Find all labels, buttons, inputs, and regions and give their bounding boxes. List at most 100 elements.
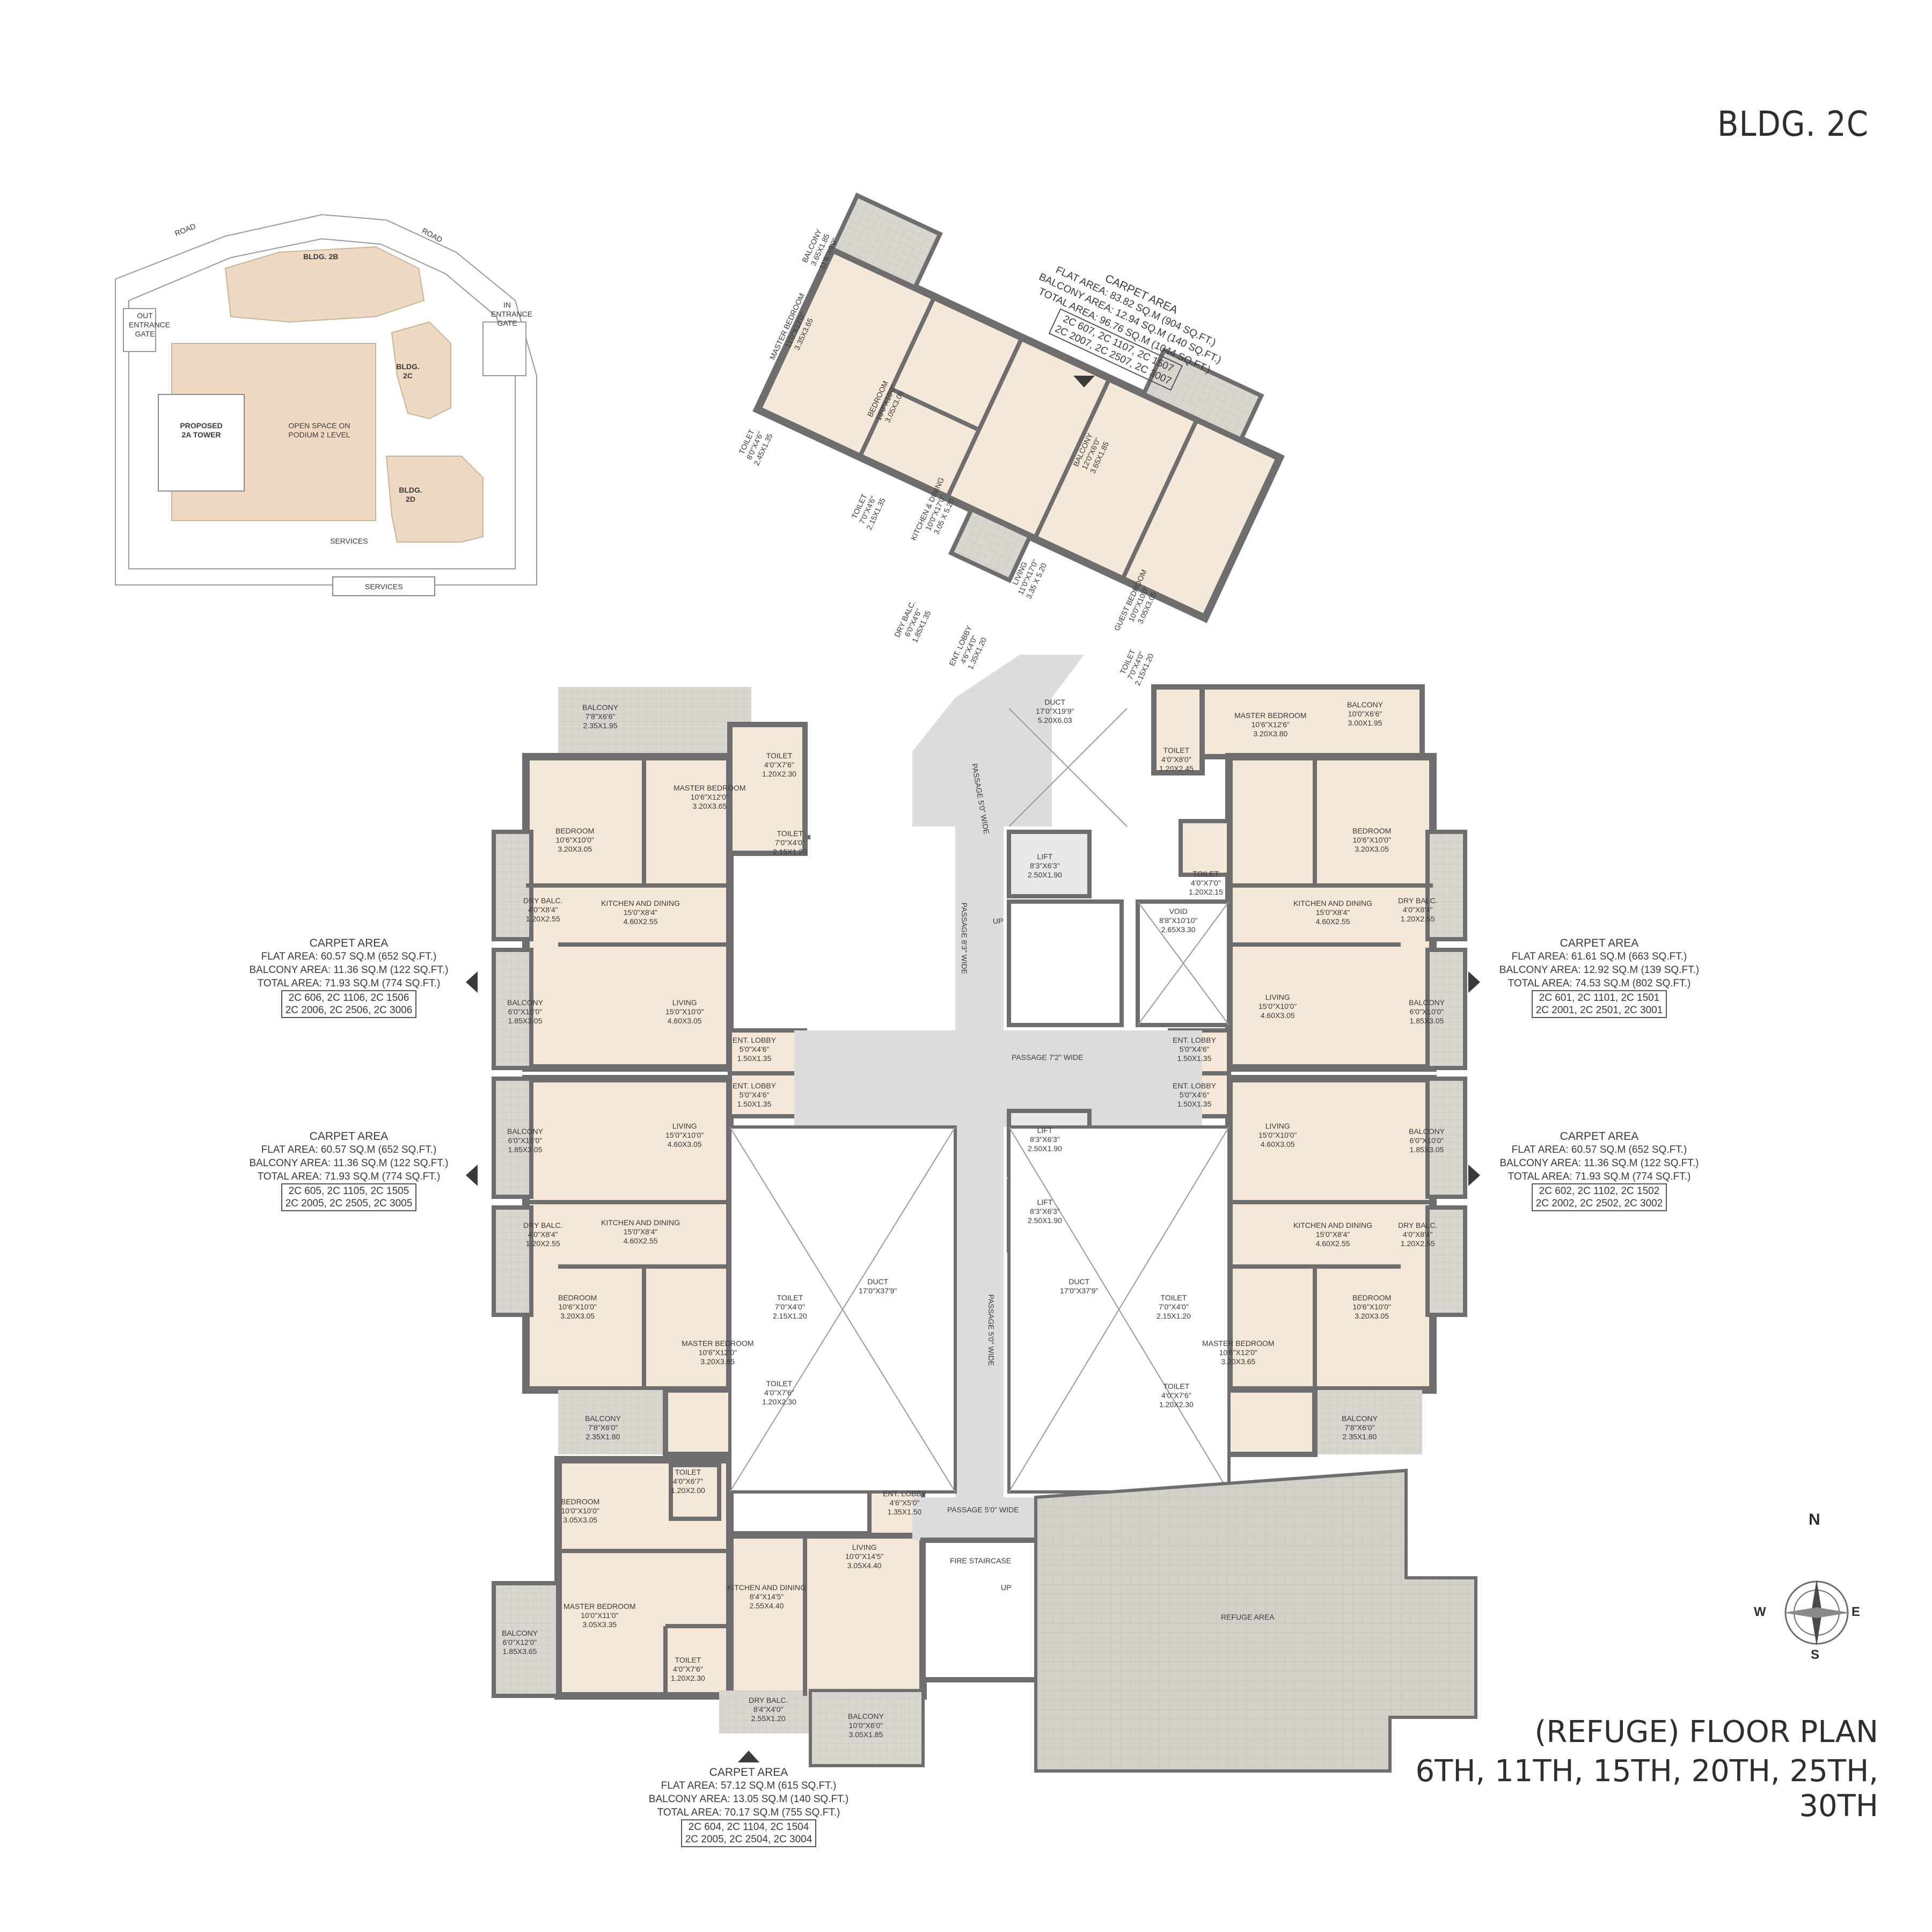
- compass-rose-icon: [1783, 1579, 1850, 1646]
- room-label: MASTER BEDROOM 10'6"X12'6" 3.20X3.80: [1234, 711, 1307, 738]
- room-label: TOILET 4'0"X7'6" 1.20X2.30: [762, 751, 796, 778]
- passage-label: PASSAGE 5'0" WIDE: [947, 1505, 1019, 1514]
- room-label: TOILET 4'0"X7'6" 1.20X2.30: [1159, 1382, 1194, 1409]
- unit-604: [492, 1456, 927, 1767]
- key-services: SERVICES: [330, 537, 368, 545]
- room-label: BALCONY 10'0"X6'0" 3.05X1.85: [848, 1712, 884, 1739]
- flat-area: FLAT AREA: 60.57 SQ.M (652 SQ.FT.): [261, 1144, 437, 1155]
- room-label: LIVING 15'0"X10'0" 4.60X3.05: [1258, 1122, 1297, 1148]
- room-label: TOILET 4'0"X7'6" 1.20X2.30: [671, 1656, 705, 1682]
- room-label: LIVING 15'0"X10'0" 4.60X3.05: [1258, 993, 1297, 1020]
- room-label: BALCONY 6'0"X10'0" 1.85X3.05: [507, 1127, 543, 1154]
- balcony-area: BALCONY AREA: 13.05 SQ.M (140 SQ.FT.): [648, 1794, 849, 1805]
- duct-label: DUCT 17'0"X37'9": [859, 1277, 897, 1295]
- arrow-up-icon: [738, 1751, 759, 1762]
- room-label: MASTER BEDROOM 10'0"X11'0" 3.05X3.35: [564, 1602, 636, 1629]
- total-area: TOTAL AREA: 71.93 SQ.M (774 SQ.FT.): [257, 1171, 441, 1182]
- up-label: UP: [1001, 1583, 1012, 1592]
- void-label: VOID 8'8"X10'10" 2.65X3.30: [1159, 907, 1198, 934]
- key-out-gate: OUT ENTRANCE GATE: [129, 311, 171, 338]
- floor-plan-title: (REFUGE) FLOOR PLAN: [1534, 1715, 1879, 1750]
- room-label: KITCHEN AND DINING 15'0"X8'4" 4.60X2.55: [1293, 899, 1373, 926]
- room-label: BEDROOM 10'6"X10'0" 3.20X3.05: [1352, 1293, 1392, 1320]
- flat-area: FLAT AREA: 61.61 SQ.M (663 SQ.FT.): [1511, 951, 1687, 962]
- room-label: MASTER BEDROOM 10'6"X12'0" 3.20X3.65: [1202, 1339, 1275, 1366]
- room-label: KITCHEN AND DINING 8'4"X14'5" 2.55X4.40: [727, 1583, 807, 1610]
- key-services: SERVICES: [365, 582, 403, 591]
- floor-list: 6TH, 11TH, 15TH, 20TH, 25TH, 30TH: [1415, 1754, 1878, 1824]
- refuge-area-label: REFUGE AREA: [1221, 1613, 1275, 1621]
- room-label: DRY BALC. 4'0"X8'4" 1.20X2.55: [1398, 896, 1438, 923]
- key-proposed-tower: PROPOSED 2A TOWER: [180, 421, 223, 439]
- unit-606: [492, 687, 810, 1075]
- area-block-602: CARPET AREA FLAT AREA: 60.57 SQ.M (652 S…: [1487, 1130, 1712, 1211]
- room-label: LIVING 10'0"X14'5" 3.05X4.40: [845, 1543, 884, 1570]
- room-label: TOILET 7'0"X4'0" 2.15X1.20: [773, 1293, 807, 1320]
- room-label: TOILET 4'0"X6'7" 1.20X2.00: [671, 1468, 705, 1495]
- room-label: DRY BALC. 4'0"X8'4" 1.20X2.55: [523, 896, 563, 923]
- total-area: TOTAL AREA: 71.93 SQ.M (774 SQ.FT.): [257, 978, 441, 989]
- compass-south: S: [1811, 1648, 1820, 1662]
- compass-east: E: [1851, 1605, 1861, 1619]
- room-label: MASTER BEDROOM 10'6"X12'0" 3.20X3.65: [682, 1339, 754, 1366]
- area-block-605: CARPET AREA FLAT AREA: 60.57 SQ.M (652 S…: [236, 1130, 462, 1211]
- area-heading: CARPET AREA: [1560, 1130, 1639, 1143]
- arrow-down-icon: [1073, 376, 1095, 387]
- area-block-606: CARPET AREA FLAT AREA: 60.57 SQ.M (652 S…: [236, 936, 462, 1018]
- arrow-right-icon: [1468, 971, 1480, 993]
- room-label: BALCONY 7'8"X6'0" 2.35X1.80: [1342, 1414, 1378, 1441]
- room-label: DRY BALC. 4'0"X8'4" 1.20X2.55: [523, 1221, 563, 1248]
- room-label: BALCONY 7'8"X6'6" 2.35X1.95: [582, 703, 618, 730]
- key-in-gate: IN ENTRANCE GATE: [491, 301, 533, 327]
- room-label: DRY BALC. 8'4"X4'0" 2.55X1.20: [749, 1696, 788, 1723]
- room-label: KITCHEN AND DINING 15'0"X8'4" 4.60X2.55: [601, 1218, 680, 1245]
- arrow-right-icon: [1468, 1165, 1480, 1186]
- room-label: MASTER BEDROOM 10'6"X12'0" 3.20X3.65: [674, 784, 746, 810]
- total-area: TOTAL AREA: 71.93 SQ.M (774 SQ.FT.): [1507, 1171, 1691, 1182]
- room-label: TOILET 4'0"X7'6" 1.20X2.30: [762, 1379, 796, 1406]
- room-label: KITCHEN AND DINING 15'0"X8'4" 4.60X2.55: [601, 899, 680, 926]
- room-label: LIVING 15'0"X10'0" 4.60X3.05: [665, 998, 704, 1025]
- balcony-area: BALCONY AREA: 11.36 SQ.M (122 SQ.FT.): [1499, 1158, 1699, 1169]
- area-block-604: CARPET AREA FLAT AREA: 57.12 SQ.M (615 S…: [636, 1766, 861, 1847]
- room-label: BALCONY 6'0"X10'0" 1.85X3.05: [1409, 998, 1445, 1025]
- room-label: TOILET 4'0"X7'0" 1.20X2.15: [1189, 869, 1223, 896]
- passage-label: PASSAGE 8'3" WIDE: [960, 902, 969, 975]
- room-label: LIVING 15'0"X10'0" 4.60X3.05: [665, 1122, 704, 1148]
- key-bldg-2c-label: BLDG. 2C: [396, 362, 420, 380]
- compass-west: W: [1754, 1605, 1766, 1619]
- total-area: TOTAL AREA: 70.17 SQ.M (755 SQ.FT.): [657, 1807, 840, 1818]
- building-title: BLDG. 2C: [1717, 105, 1869, 144]
- arrow-left-icon: [466, 971, 478, 993]
- key-plan: [115, 214, 537, 596]
- room-label: BALCONY 7'8"X6'0" 2.35X1.80: [585, 1414, 621, 1441]
- area-heading: CARPET AREA: [309, 1130, 389, 1143]
- area-block-601: CARPET AREA FLAT AREA: 61.61 SQ.M (663 S…: [1487, 936, 1712, 1018]
- room-label: BEDROOM 10'6"X10'0" 3.20X3.05: [555, 826, 595, 853]
- fire-staircase-label: FIRE STAIRCASE: [950, 1556, 1012, 1565]
- duct-label: DUCT 17'0"X37'9": [1060, 1277, 1099, 1295]
- room-label: ENT. LOBBY 5'0"X4'6" 1.50X1.35: [1173, 1036, 1216, 1063]
- room-label: BALCONY 6'0"X10'0" 1.85X3.05: [507, 998, 543, 1025]
- room-label: BALCONY 10'0"X6'6" 3.00X1.95: [1347, 700, 1383, 727]
- lift-label: LIFT 8'3"X6'3" 2.50X1.90: [1028, 1126, 1062, 1153]
- key-bldg-2d-label: BLDG. 2D: [399, 486, 422, 503]
- room-label: BEDROOM 10'6"X10'0" 3.20X3.05: [558, 1293, 597, 1320]
- room-label: KITCHEN AND DINING 15'0"X8'4" 4.60X2.55: [1293, 1221, 1373, 1248]
- up-label: UP: [993, 917, 1004, 925]
- room-label: DRY BALC. 4'0"X8'4" 1.20X2.55: [1398, 1221, 1438, 1248]
- room-label: BEDROOM 10'0"X10'0" 3.05X3.05: [561, 1497, 600, 1524]
- duct-label: DUCT 17'0"X19'9" 5.20X6.03: [1036, 698, 1074, 724]
- arrow-left-icon: [466, 1165, 478, 1186]
- room-label: TOILET 7'0"X4'0" 2.15X1.20: [1157, 1293, 1191, 1320]
- flat-area: FLAT AREA: 57.12 SQ.M (615 SQ.FT.): [661, 1780, 837, 1791]
- room-label: ENT. LOBBY 5'0"X4'6" 1.50X1.35: [1173, 1081, 1216, 1108]
- room-label: TOILET 4'0"X8'0" 1.20X2.45: [1159, 746, 1194, 773]
- unit-602: [1146, 1071, 1467, 1457]
- room-label: BALCONY 6'0"X10'0" 1.85X3.05: [1409, 1127, 1445, 1154]
- key-open-space: OPEN SPACE ON PODIUM 2 LEVEL: [288, 421, 350, 439]
